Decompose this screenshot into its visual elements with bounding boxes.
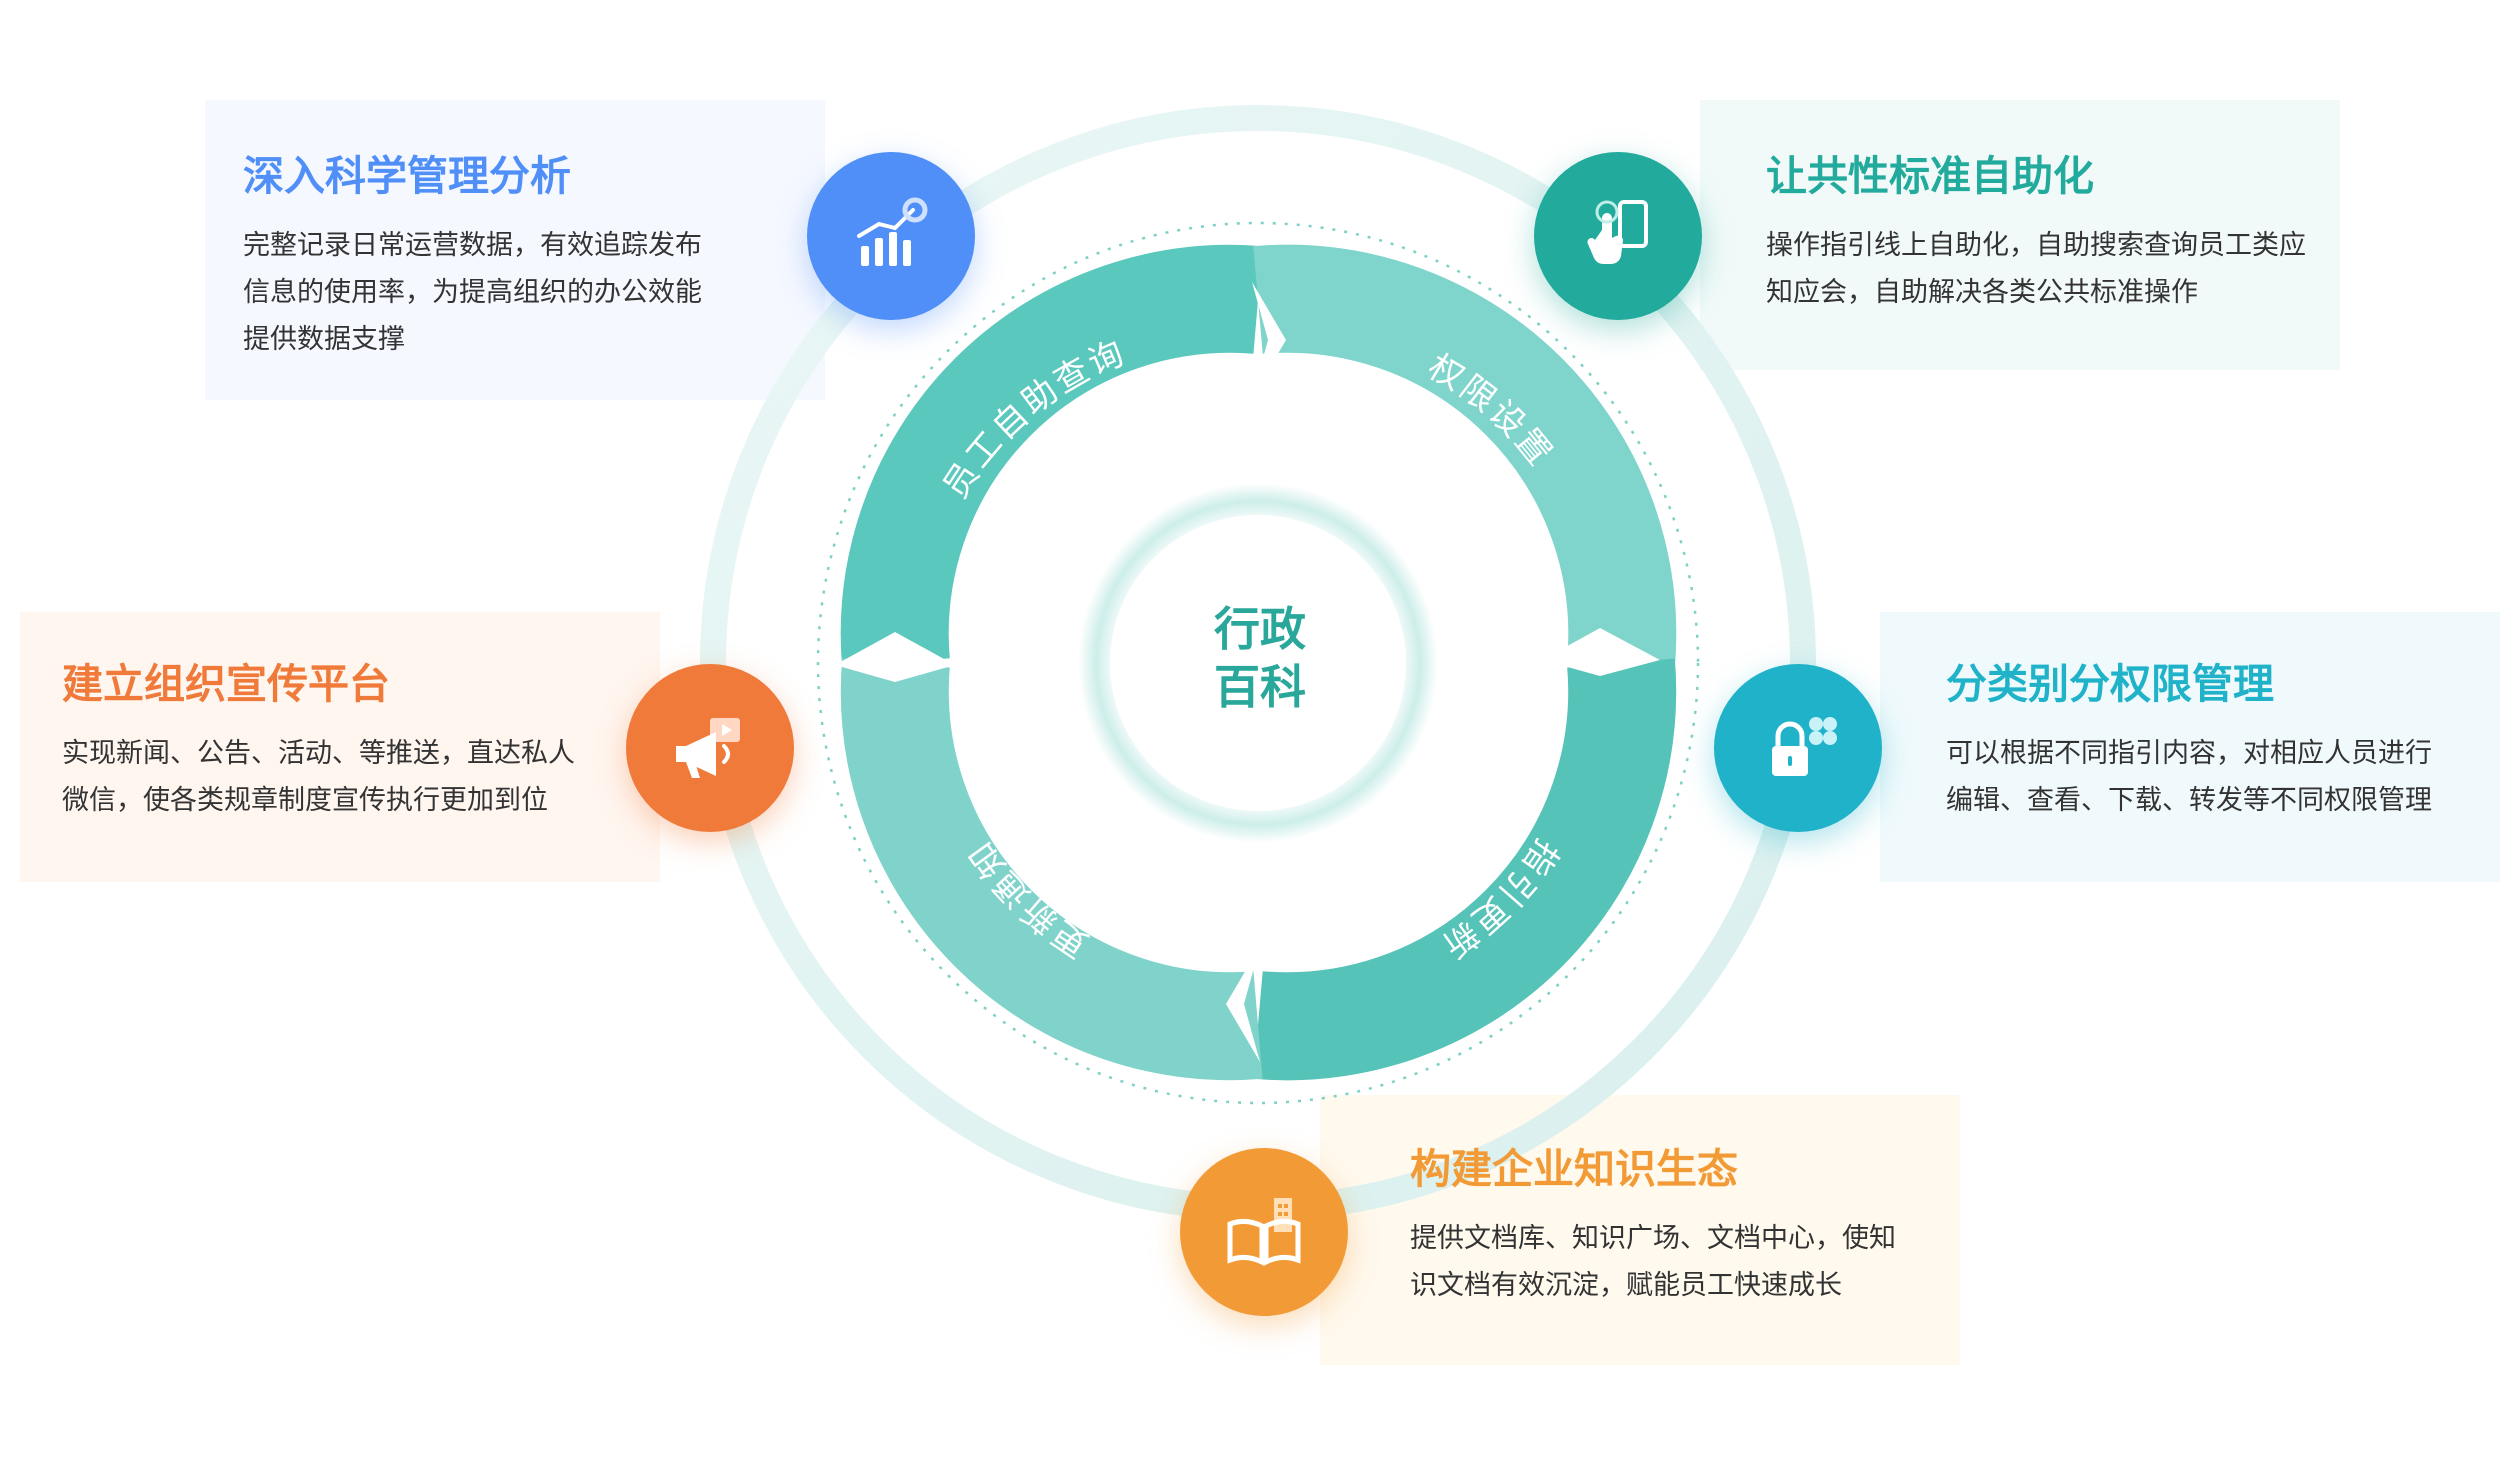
book-building-icon (1227, 1198, 1301, 1267)
center-line-1: 行政 (1214, 602, 1306, 656)
feature-title-permission: 分类别分权限管理 (1946, 660, 2274, 708)
feature-desc-promo: 实现新闻、公告、活动、等推送，直达私人 微信，使各类规章制度宣传执行更加到位 (62, 730, 622, 824)
megaphone-icon (676, 718, 740, 778)
dotted-ring (816, 221, 1700, 1105)
center-title: 行政 百科 (1100, 600, 1420, 716)
desc-line: 实现新闻、公告、活动、等推送，直达私人 (62, 738, 575, 769)
inner-core (1110, 515, 1406, 811)
desc-line: 可以根据不同指引内容，对相应人员进行 (1946, 738, 2432, 769)
desc-line: 编辑、查看、下载、转发等不同权限管理 (1946, 785, 2432, 816)
touch-phone-icon (1587, 200, 1648, 265)
desc-line: 信息的使用率，为提高组织的办公效能 (243, 277, 702, 308)
chart-gear-icon (857, 197, 928, 266)
main-ring (840, 244, 1677, 1081)
desc-line: 微信，使各类规章制度宣传执行更加到位 (62, 785, 548, 816)
center-line-2: 百科 (1214, 660, 1306, 714)
desc-line: 完整记录日常运营数据，有效追踪发布 (243, 230, 702, 261)
panel-bg-knowledge (1320, 1095, 1960, 1365)
lock-icon (1772, 717, 1837, 776)
feature-icon-promo (626, 664, 794, 832)
feature-icon-selfhelp (1534, 152, 1702, 320)
desc-line: 识文档有效沉淀，赋能员工快速成长 (1410, 1270, 1842, 1301)
panel-bg-analysis (205, 100, 825, 400)
feature-title-analysis: 深入科学管理分析 (243, 152, 571, 200)
feature-desc-selfhelp: 操作指引线上自助化，自助搜索查询员工类应 知应会，自助解决各类公共标准操作 (1766, 222, 2346, 316)
feature-icon-analysis (807, 152, 975, 320)
desc-line: 提供文档库、知识广场、文档中心，使知 (1410, 1223, 1896, 1254)
feature-desc-permission: 可以根据不同指引内容，对相应人员进行 编辑、查看、下载、转发等不同权限管理 (1946, 730, 2486, 824)
feature-desc-knowledge: 提供文档库、知识广场、文档中心，使知 识文档有效沉淀，赋能员工快速成长 (1410, 1215, 1950, 1309)
feature-icon-permission (1714, 664, 1882, 832)
feature-title-selfhelp: 让共性标准自助化 (1766, 152, 2094, 200)
feature-title-knowledge: 构建企业知识生态 (1410, 1145, 1738, 1193)
feature-desc-analysis: 完整记录日常运营数据，有效追踪发布 信息的使用率，为提高组织的办公效能 提供数据… (243, 222, 803, 363)
panel-bg-permission (1880, 612, 2500, 882)
panel-bg-promo (20, 612, 660, 882)
desc-line: 操作指引线上自助化，自助搜索查询员工类应 (1766, 230, 2306, 261)
panel-bg-selfhelp (1700, 100, 2340, 370)
desc-line: 提供数据支撑 (243, 324, 405, 355)
feature-icon-knowledge (1180, 1148, 1348, 1316)
feature-title-promo: 建立组织宣传平台 (62, 660, 390, 708)
ring-arrows (835, 282, 1660, 1062)
desc-line: 知应会，自助解决各类公共标准操作 (1766, 277, 2198, 308)
